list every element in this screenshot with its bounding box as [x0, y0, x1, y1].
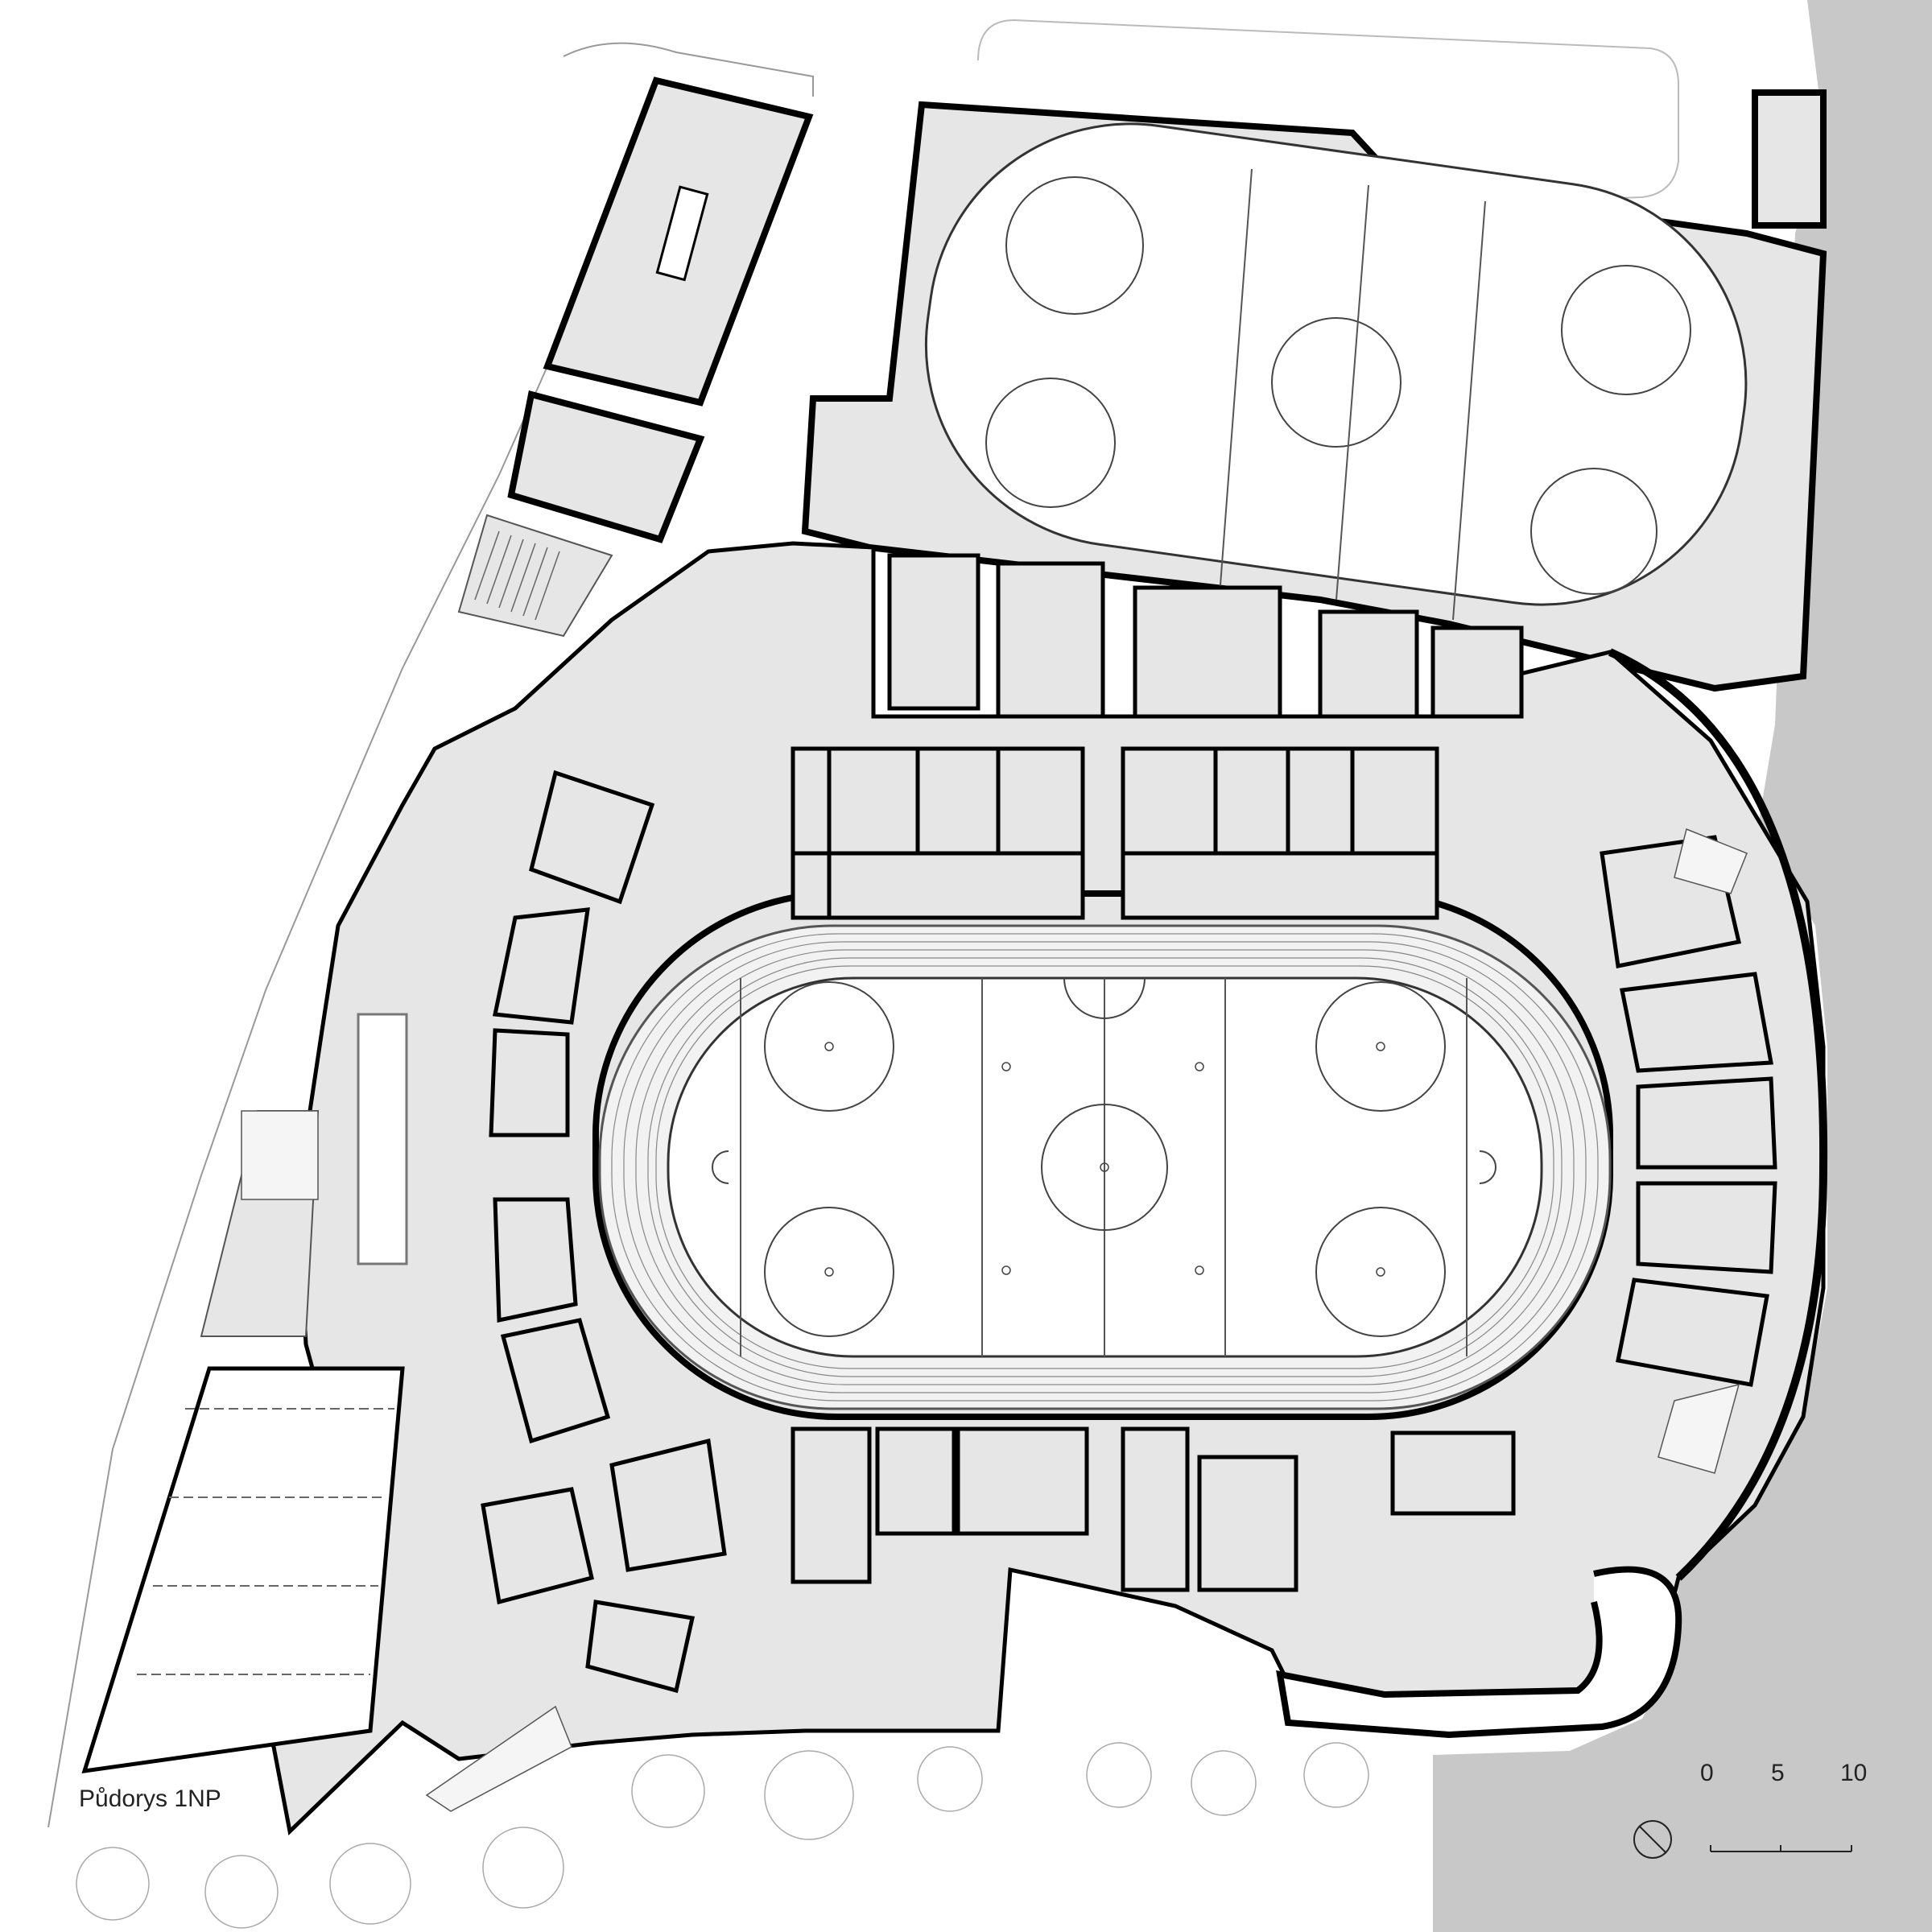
- north-wing: [457, 76, 814, 638]
- north-arrow-icon: [1633, 1820, 1672, 1859]
- scale-label-5: 5: [1771, 1760, 1785, 1786]
- west-radial-rooms: [489, 770, 655, 1444]
- staircases: [241, 828, 1748, 1812]
- trees: [76, 1742, 1369, 1929]
- scale-label-10: 10: [1840, 1760, 1868, 1786]
- south-ramp: [1276, 1566, 1682, 1739]
- parking-outline: [977, 19, 1679, 202]
- plan-title: Půdorys 1NP: [79, 1785, 221, 1812]
- east-curved-wall: [1608, 648, 1828, 1581]
- training-rink-building: [801, 89, 1827, 692]
- scale-bar-icon: [1710, 1845, 1852, 1852]
- training-rink-ice: [924, 122, 1748, 606]
- north-changing-rooms: [791, 553, 1524, 920]
- main-rink: [667, 976, 1543, 1358]
- seating-rows: [611, 933, 1599, 1402]
- scale-label-0: 0: [1700, 1760, 1714, 1786]
- south-rooms: [481, 1426, 1516, 1694]
- site-outline: [47, 42, 814, 1828]
